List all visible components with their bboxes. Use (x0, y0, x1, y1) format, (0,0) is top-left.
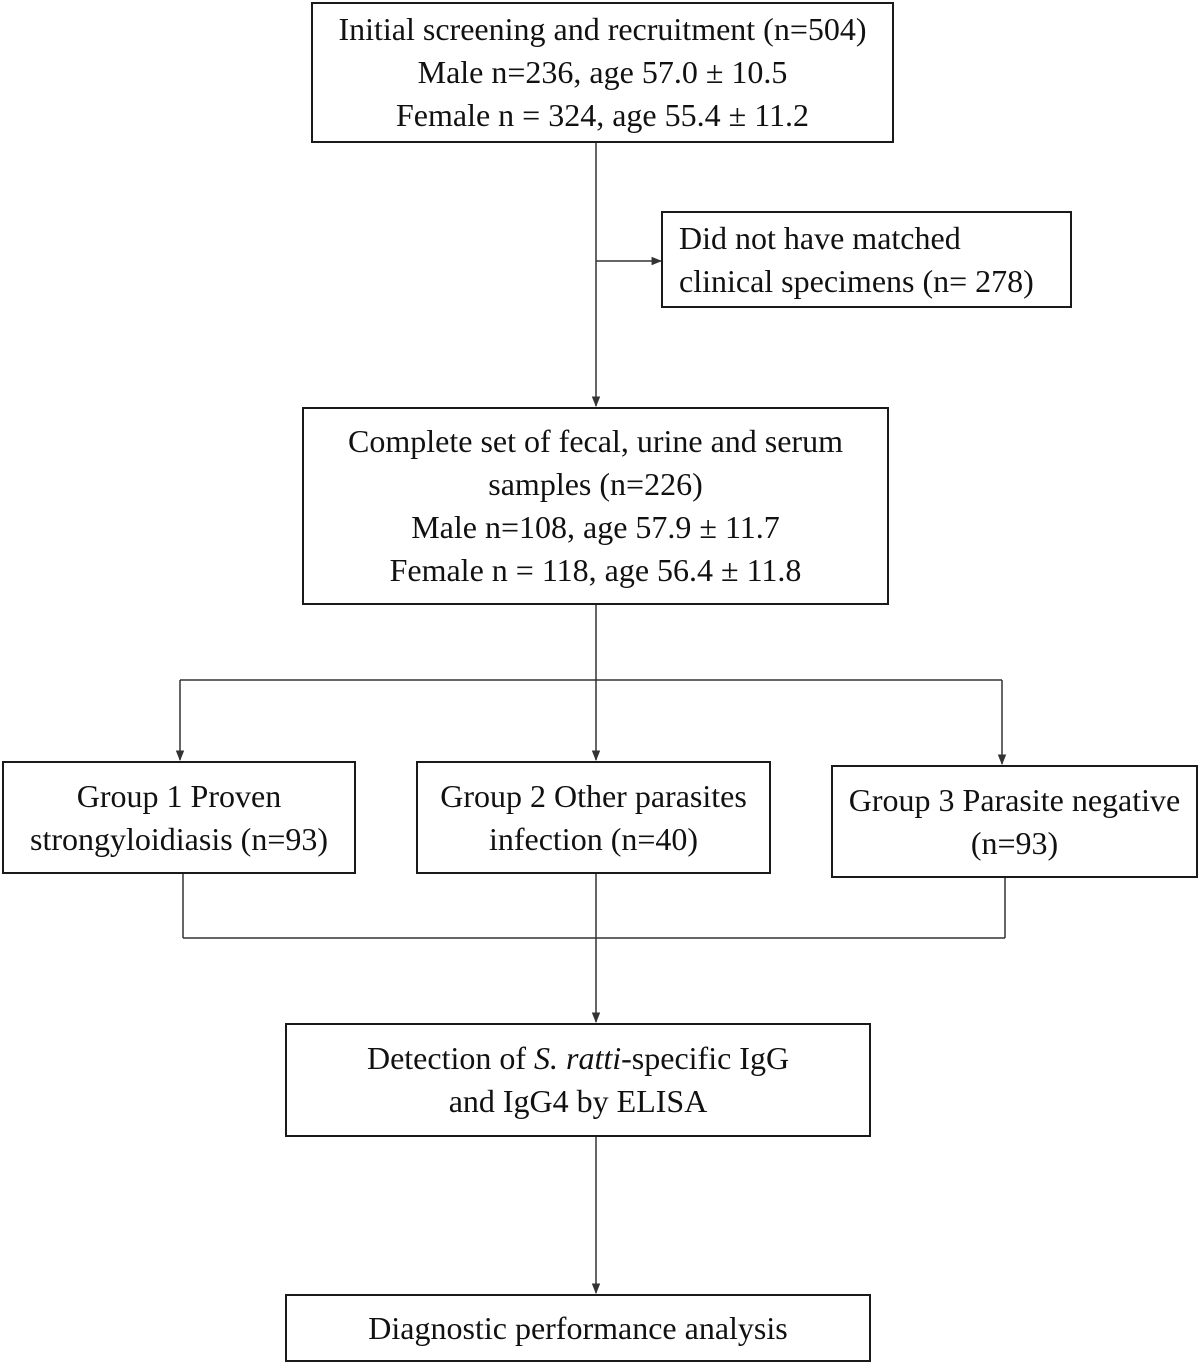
group-1-line-1: Group 1 Proven (76, 777, 282, 814)
detection-box: Detection of S. ratti-specific IgG and I… (285, 1023, 871, 1137)
analysis-box: Diagnostic performance analysis (285, 1294, 871, 1362)
complete-male: Male n=108, age 57.9 ± 11.7 (411, 509, 780, 545)
analysis-label: Diagnostic performance analysis (368, 1309, 788, 1346)
detection-line-2: and IgG4 by ELISA (448, 1083, 708, 1119)
detection-suffix: -specific IgG (621, 1040, 790, 1076)
screening-male: Male n=236, age 57.0 ± 10.5 (417, 54, 788, 90)
screening-title: Initial screening and recruitment (n=504… (338, 11, 867, 47)
screening-box: Initial screening and recruitment (n=504… (311, 2, 894, 143)
screening-female: Female n = 324, age 55.4 ± 11.2 (395, 97, 809, 133)
excluded-box: Did not have matched clinical specimens … (661, 211, 1072, 308)
complete-line-1: Complete set of fecal, urine and serum (348, 423, 843, 459)
group-3-line-2: (n=93) (970, 824, 1059, 861)
complete-female: Female n = 118, age 56.4 ± 11.8 (389, 552, 802, 588)
excluded-line-2: clinical specimens (n= 278) (679, 262, 1034, 299)
group-1-line-2: strongyloidiasis (n=93) (29, 820, 329, 857)
group-2-box: Group 2 Other parasites infection (n=40) (416, 761, 771, 874)
group-2-line-2: infection (n=40) (488, 820, 699, 857)
detection-species: S. ratti (534, 1040, 622, 1076)
group-1-box: Group 1 Proven strongyloidiasis (n=93) (2, 761, 356, 874)
detection-prefix: Detection of (366, 1040, 534, 1076)
complete-line-2: samples (n=226) (488, 466, 703, 502)
group-3-box: Group 3 Parasite negative (n=93) (831, 765, 1198, 878)
excluded-line-1: Did not have matched (679, 219, 961, 256)
complete-set-box: Complete set of fecal, urine and serum s… (302, 407, 889, 605)
group-3-line-1: Group 3 Parasite negative (848, 781, 1181, 818)
detection-line-1: Detection of S. ratti-specific IgG (367, 1037, 789, 1080)
group-2-line-1: Group 2 Other parasites (440, 777, 747, 814)
